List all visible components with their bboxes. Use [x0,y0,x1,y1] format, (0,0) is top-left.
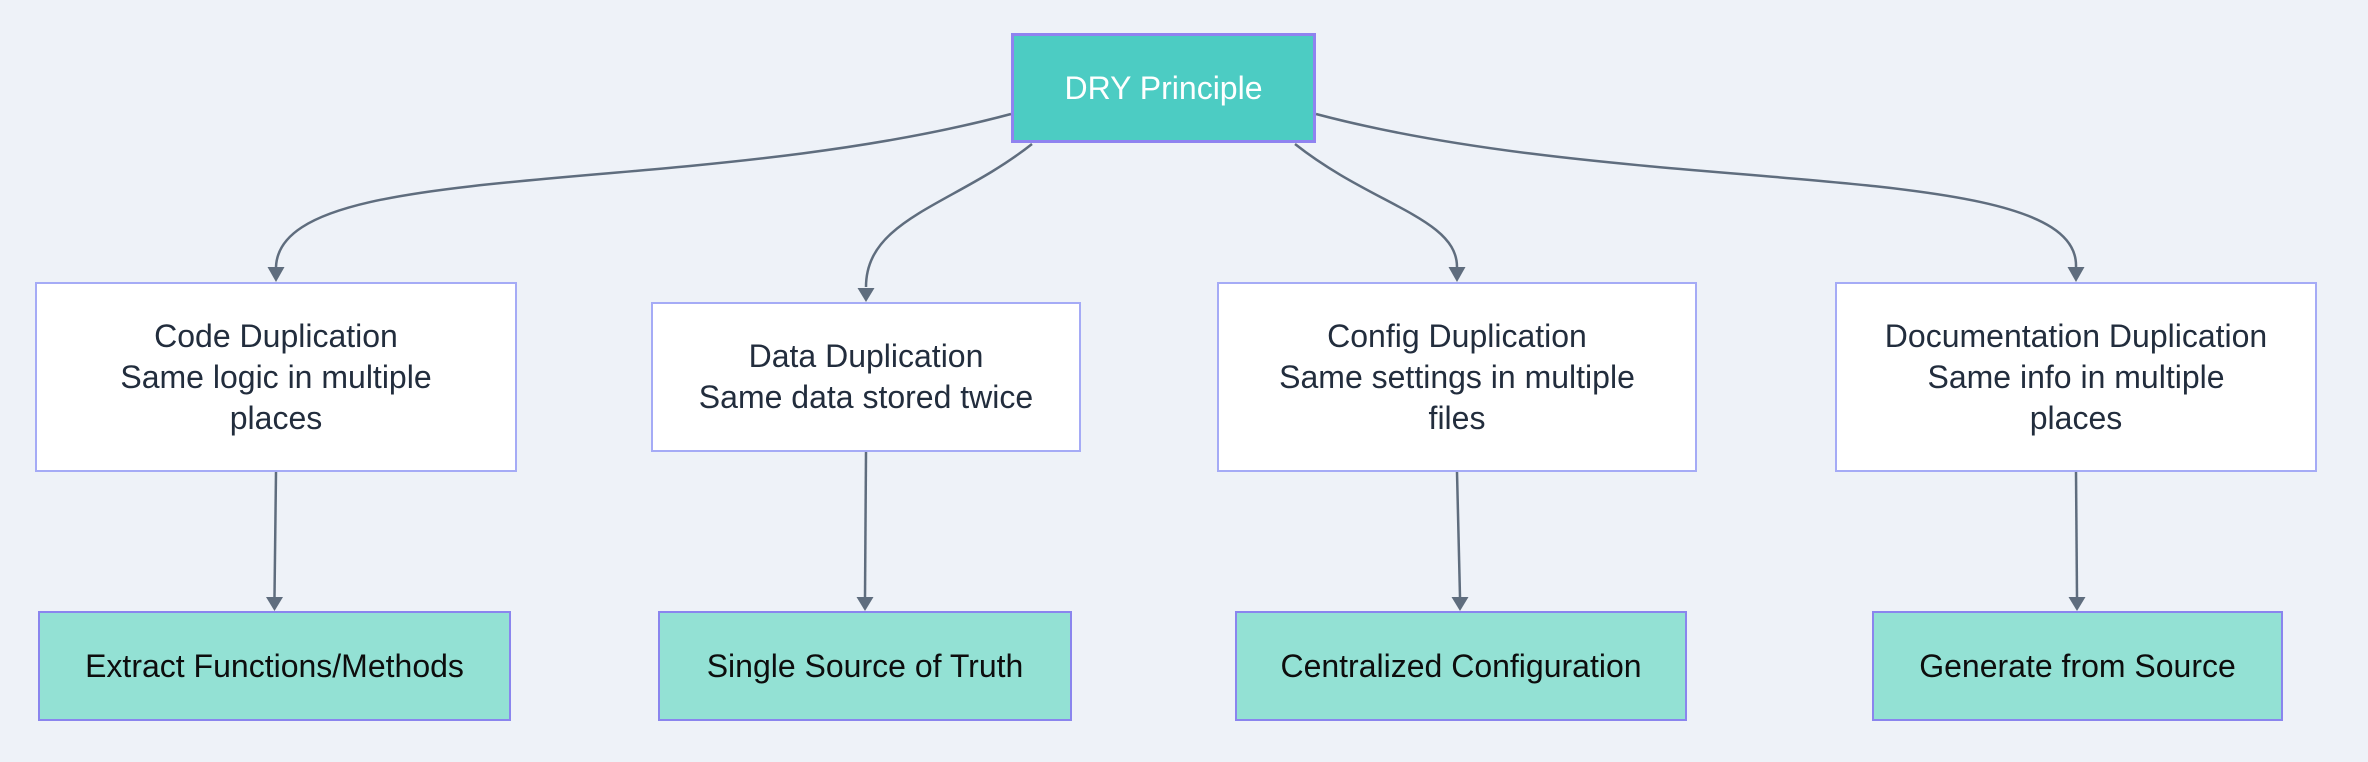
edge-root-to-data-duplication [857,143,1033,302]
arrowhead-icon [1448,267,1466,282]
node-label-line: Same data stored twice [698,379,1034,415]
node-label: Centralized Configuration [1280,647,1642,684]
node-data-duplication: Data Duplication Same data stored twice [651,302,1081,452]
edge-data-to-ssot [856,451,874,611]
node-config-duplication: Config Duplication Same settings in mult… [1217,282,1697,472]
node-generate-from-source: Generate from Source [1872,611,2283,721]
edge-config-to-central [1451,471,1469,611]
arrowhead-icon [856,597,874,611]
node-label: Generate from Source [1919,647,2236,684]
node-code-duplication: Code Duplication Same logic in multiple … [35,282,517,472]
node-label: Extract Functions/Methods [85,647,464,684]
node-label-line: places [2029,399,2123,436]
node-documentation-duplication: Documentation Duplication Same info in m… [1835,282,2317,472]
arrowhead-icon [266,597,283,611]
node-dry-principle: DRY Principle [1011,33,1316,143]
node-centralized-configuration: Centralized Configuration [1235,611,1687,721]
node-single-source-of-truth: Single Source of Truth [658,611,1072,721]
arrowhead-icon [1451,597,1469,611]
arrowhead-icon [2068,597,2086,611]
node-label-line: Data Duplication [748,338,984,374]
node-label: DRY Principle [1064,69,1263,106]
node-label-line: files [1428,399,1486,436]
node-label-line: Same settings in multiple [1279,358,1635,395]
edge-code-to-extract [266,471,283,611]
node-label-line: Config Duplication [1327,317,1587,354]
edge-root-to-documentation-duplication [1315,112,2085,282]
node-label-line: places [229,399,323,436]
arrowhead-icon [2067,267,2085,282]
arrowhead-icon [267,267,285,282]
edge-docs-to-generate [2068,471,2086,611]
node-extract-functions-methods: Extract Functions/Methods [38,611,511,721]
edge-root-to-code-duplication [267,112,1012,282]
node-label-line: Code Duplication [154,317,398,354]
node-label-line: Documentation Duplication [1884,317,2268,354]
node-label: Single Source of Truth [706,647,1024,684]
edge-root-to-config-duplication [1294,143,1466,282]
node-label-line: Same info in multiple [1927,358,2225,395]
node-label-line: Same logic in multiple [120,358,432,395]
arrowhead-icon [857,288,875,302]
